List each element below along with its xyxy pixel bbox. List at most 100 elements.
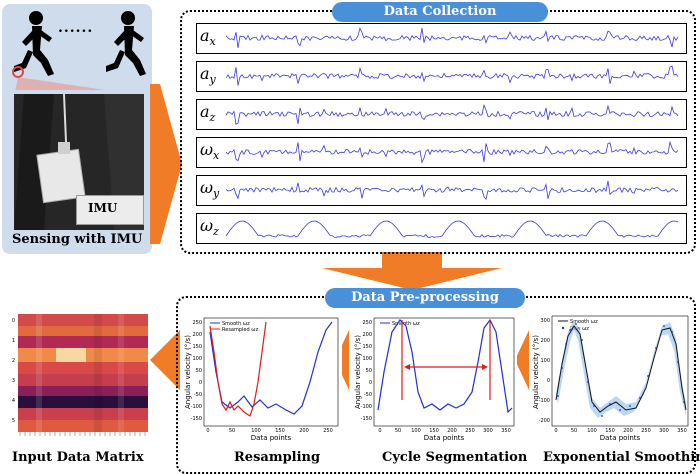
- ytick: 3: [12, 378, 15, 384]
- input-matrix-heatmap: 0 1 2 3 4 5: [12, 314, 148, 436]
- signal-symbol: ω: [200, 140, 214, 159]
- ytick: -150: [361, 416, 372, 422]
- segmentation-ylabel: Angular velocity (°/s): [354, 335, 362, 409]
- zoom-wedge: [15, 78, 106, 90]
- segmentation-xlabel: Data points: [424, 434, 465, 442]
- signal-symbol: ω: [200, 216, 214, 235]
- ytick: 4: [12, 398, 15, 404]
- imu-device-icon: [36, 148, 86, 204]
- signal-subscript: y: [213, 187, 220, 201]
- signal-waveform: [226, 103, 679, 125]
- signal-label: ay: [200, 64, 226, 86]
- ytick: 250: [192, 320, 202, 326]
- smoothing-ylabel: Angular velocity (°/s): [532, 335, 540, 409]
- input-matrix-caption: Input Data Matrix: [12, 450, 144, 465]
- ytick: 200: [362, 332, 372, 338]
- ytick: 0: [547, 378, 550, 384]
- smooth-series: [377, 318, 513, 414]
- ytick: 2: [12, 358, 15, 364]
- xtick: 300: [483, 428, 493, 434]
- segmentation-chart: Angular velocity (°/s) Data points 250 2…: [352, 312, 517, 444]
- signal-waveform: [226, 65, 679, 86]
- signal-label: ωy: [200, 178, 226, 200]
- signal-label: az: [200, 102, 226, 124]
- sensor-marker-icon: [12, 66, 24, 78]
- ytick: -150: [191, 416, 202, 422]
- signal-waveform: [226, 27, 679, 48]
- signal-symbol: a: [200, 102, 210, 121]
- signal-waveform: [226, 220, 679, 238]
- ytick: 50: [366, 368, 372, 374]
- signal-subscript: x: [209, 35, 216, 49]
- signal-subscript: z: [213, 225, 219, 239]
- confidence-band: [556, 320, 686, 418]
- ytick: -50: [194, 392, 202, 398]
- signal-subscript: z: [209, 111, 216, 125]
- ellipsis-dots: ......: [58, 20, 94, 36]
- xtick: 0: [206, 428, 209, 434]
- signal-waveform: [226, 180, 679, 200]
- arrow-left-icon: [404, 364, 410, 370]
- xtick: 250: [641, 428, 651, 434]
- xtick: 100: [411, 428, 421, 434]
- ytick: 0: [12, 318, 15, 324]
- xtick: 150: [429, 428, 439, 434]
- xtick: 200: [299, 428, 309, 434]
- segmentation-xticks: 0 50 100 150 200 250 300 350: [378, 428, 510, 434]
- arrow-smooth-to-seg: [515, 330, 529, 390]
- signal-symbol: a: [200, 64, 210, 83]
- ytick: -100: [191, 404, 202, 410]
- smoothing-xticks: 0 50 100 150 200 250 300 350: [554, 428, 686, 434]
- data-collection-title: Data Collection: [332, 2, 548, 22]
- resampling-yticks: 250 200 150 100 50 0 -50 -100 -150: [191, 320, 202, 422]
- resampling-ylabel: Angular velocity (°/s): [184, 335, 192, 409]
- signal-label: ωz: [200, 216, 226, 238]
- imu-tag: IMU: [88, 201, 118, 215]
- smoothing-chart: Angular velocity (°/s) Data points 300 2…: [530, 312, 692, 444]
- imu-tag-box: [76, 195, 144, 225]
- ytick: 300: [540, 318, 550, 324]
- arrow-to-collection: [150, 84, 182, 244]
- xtick: 200: [447, 428, 457, 434]
- xtick: 50: [229, 428, 235, 434]
- ytick: -100: [361, 404, 372, 410]
- resampling-xticks: 0 50 100 150 200 250: [206, 428, 332, 434]
- signal-row: [196, 61, 687, 92]
- ytick: 1: [12, 338, 15, 344]
- ytick: 200: [192, 332, 202, 338]
- resampling-xlabel: Data points: [251, 434, 292, 442]
- arrow-to-matrix: [150, 330, 180, 390]
- xtick: 350: [501, 428, 511, 434]
- ytick: 100: [192, 356, 202, 362]
- legend-smooth: Smooth ωz: [222, 321, 250, 327]
- cycle-segmentation-caption: Cycle Segmentation: [382, 450, 528, 465]
- signal-subscript: x: [213, 149, 220, 163]
- signal-row: [196, 137, 687, 168]
- segmentation-yticks: 250 200 150 100 50 0 -50 -100 -150: [361, 320, 372, 422]
- arrow-right-icon: [482, 364, 488, 370]
- signal-label: ax: [200, 26, 226, 48]
- resampling-chart: Angular velocity (°/s) Data points 250 2…: [182, 312, 342, 444]
- ytick: 0: [199, 380, 202, 386]
- resampled-series: [209, 321, 267, 417]
- smoothing-xlabel: Data points: [600, 434, 641, 442]
- sensing-caption: Sensing with IMU: [12, 232, 143, 247]
- heatmap-yticks: 0 1 2 3 4 5: [12, 318, 15, 424]
- xtick: 50: [395, 428, 401, 434]
- data-preprocessing-title: Data Pre-processing: [325, 288, 525, 308]
- walking-person-icon: [106, 11, 146, 76]
- xtick: 250: [465, 428, 475, 434]
- signal-row: [196, 213, 687, 244]
- xtick: 100: [251, 428, 261, 434]
- ytick: 5: [12, 418, 15, 424]
- xtick: 150: [605, 428, 615, 434]
- signal-symbol: a: [200, 26, 210, 45]
- xtick: 350: [677, 428, 687, 434]
- walking-person-icon: [14, 11, 54, 76]
- ytick: 100: [362, 356, 372, 362]
- ytick: 200: [540, 338, 550, 344]
- ytick: 0: [369, 380, 372, 386]
- arrow-seg-to-resample: [335, 330, 349, 390]
- smooth-series: [555, 325, 687, 413]
- signal-subscript: y: [209, 73, 216, 87]
